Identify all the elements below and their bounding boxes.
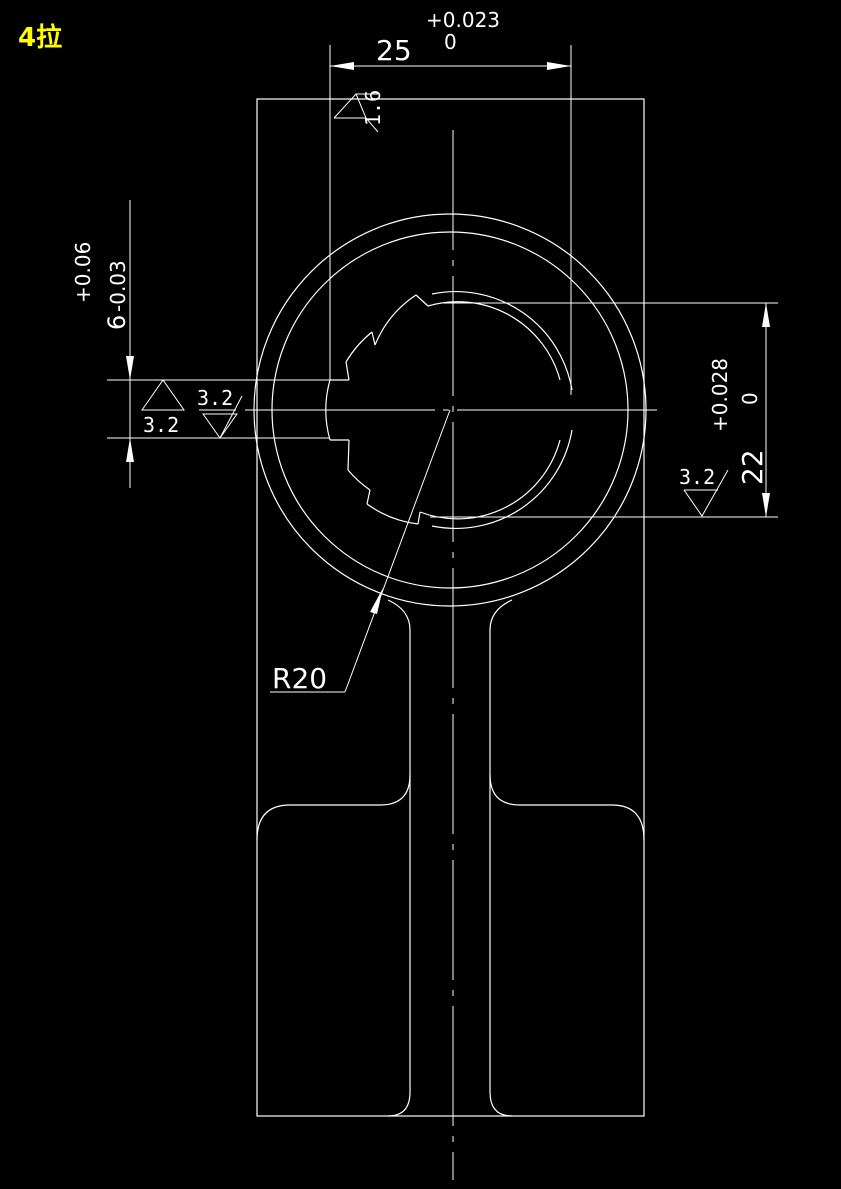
roughness-slot-lower-value: 3.2 bbox=[197, 386, 233, 410]
roughness-top-value: 1.6 bbox=[361, 90, 385, 126]
radius-leader bbox=[344, 409, 451, 693]
roughness-top-symbol bbox=[333, 93, 379, 133]
roughness-bore-value: 3.2 bbox=[679, 465, 715, 489]
bore-arrow-bottom bbox=[762, 493, 770, 517]
width-lower-tol: 0 bbox=[444, 30, 457, 54]
radius-label: R20 bbox=[272, 662, 327, 695]
radius-arrow bbox=[370, 588, 383, 614]
stem-left bbox=[256, 599, 411, 1117]
slot-arrow-bottom bbox=[126, 438, 134, 462]
width-nominal: 25 bbox=[376, 34, 412, 67]
slot-nominal: 6 bbox=[103, 315, 131, 330]
bore-arrow-top bbox=[762, 303, 770, 327]
slot-arrow-top bbox=[126, 356, 134, 380]
stem-right bbox=[489, 599, 645, 1117]
width-upper-tol: +0.023 bbox=[426, 8, 500, 32]
roughness-slot-lower-symbol bbox=[199, 395, 243, 439]
bore-nominal: 22 bbox=[736, 449, 769, 485]
roughness-slot-upper-value: 3.2 bbox=[143, 413, 179, 437]
slot-lower-tol: -0.03 bbox=[106, 260, 130, 312]
roughness-bore-symbol bbox=[683, 469, 729, 517]
width-arrow-left bbox=[330, 62, 354, 70]
width-arrow-right bbox=[547, 62, 571, 70]
roughness-slot-upper-symbol bbox=[141, 379, 185, 411]
bore-upper-tol: +0.028 bbox=[708, 358, 732, 432]
bore-outer-arc-bottom bbox=[431, 429, 573, 529]
drawing-title: 4拉 bbox=[18, 22, 62, 53]
bore-outer-arc-top bbox=[431, 291, 573, 391]
bore-lower-tol: 0 bbox=[738, 392, 762, 405]
part-outline bbox=[256, 98, 645, 1117]
slot-upper-tol: +0.06 bbox=[71, 242, 95, 303]
